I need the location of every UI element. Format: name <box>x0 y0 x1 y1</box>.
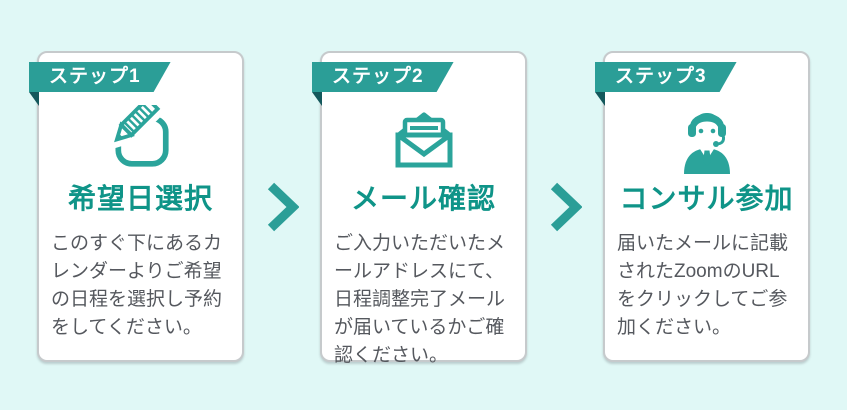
step-1-ribbon-fold <box>29 92 39 106</box>
step-2-ribbon-fold <box>312 92 322 106</box>
step-3-ribbon-fold <box>595 92 605 106</box>
step-card-1: ステップ1 <box>29 51 244 362</box>
step-2-description: ご入力いただいたメールアドレスにて、日程調整完了メールが届いているかご確認くださ… <box>334 233 506 366</box>
open-envelope-icon <box>322 105 525 171</box>
pencil-square-icon <box>39 105 242 171</box>
step-3-description: 届いたメールに記載されたZoomのURLをクリックしてご参加ください。 <box>617 233 789 338</box>
chevron-right-icon <box>267 182 299 232</box>
chevron-right-icon <box>550 182 582 232</box>
step-2-ribbon: ステップ2 <box>312 62 454 92</box>
step-1-description: このすぐ下にあるカレンダーよりご希望の日程を選択し予約をしてください。 <box>51 233 223 338</box>
step-3-title: コンサル参加 <box>619 183 794 214</box>
step-2-title: メール確認 <box>350 183 496 214</box>
step-card-3: ステップ3 <box>595 51 810 362</box>
headset-operator-icon <box>605 105 808 174</box>
step-1-title: 希望日選択 <box>67 183 213 214</box>
step-1-ribbon: ステップ1 <box>29 62 171 92</box>
step-card-2: ステップ2 メール確認 ご入力いただいたメールアドレスにて、日程調整完了メールが… <box>312 51 527 366</box>
step-3-ribbon: ステップ3 <box>595 62 737 92</box>
